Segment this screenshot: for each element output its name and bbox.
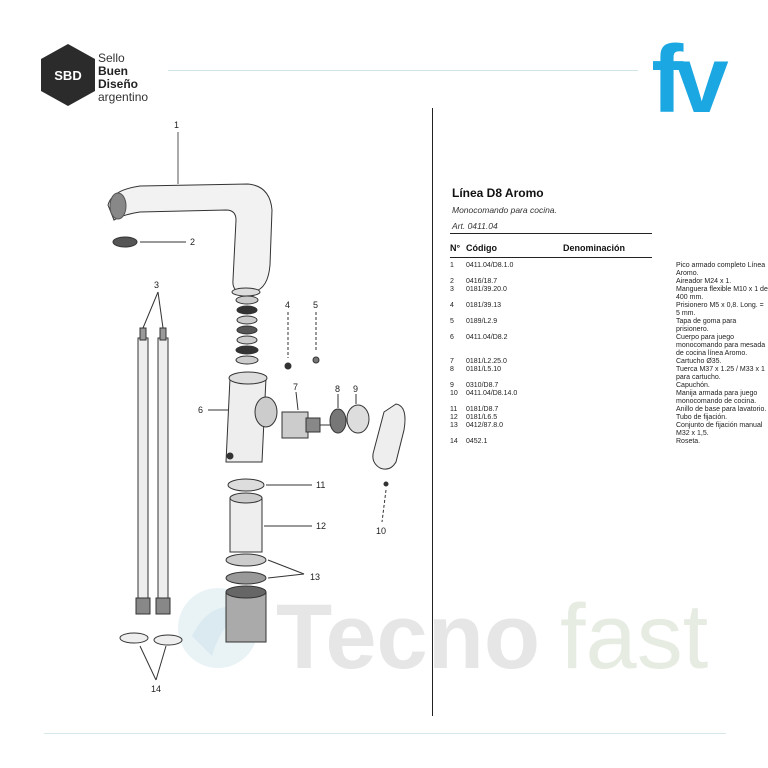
header-description: Denominación (563, 243, 626, 253)
row-description: Aireador M24 x 1. (676, 278, 732, 285)
table-row: 1 0411.04/D8.1.0 Pico armado completo Líne… (450, 262, 765, 278)
row-code: 0310/D8.7 (466, 382, 499, 389)
product-subtitle: Monocomando para cocina. (452, 205, 557, 215)
callout-13: 13 (310, 572, 320, 582)
row-number: 5 (450, 318, 454, 325)
callout-2: 2 (190, 237, 195, 247)
table-row: 13 0412/87.8.0 Conjunto de fijación manual… (450, 422, 762, 438)
row-code: 0181/L2.25.0 (466, 358, 507, 365)
hoses-part (135, 327, 171, 615)
row-description: Cuerpo para juego monocomando para mesad… (676, 334, 766, 357)
callout-9: 9 (353, 384, 358, 394)
row-code: 0411.04/D8.14.0 (466, 390, 518, 397)
parts-table: 1 0411.04/D8.1.0 Pico armado completo Líne… (450, 262, 768, 446)
table-row: 7 0181/L2.25.0 Cartucho Ø35. (450, 358, 722, 366)
row-description: Anillo de base para lavatorio. (676, 406, 767, 413)
row-number: 3 (450, 286, 454, 293)
row-code: 0181/39.20.0 (466, 286, 507, 293)
row-number: 13 (450, 422, 458, 429)
row-description: Pico armado completo Línea Aromo. (676, 262, 766, 277)
row-number: 1 (450, 262, 454, 269)
fv-logo-text: fv (651, 36, 728, 122)
sbd-line-1: Sello (98, 51, 125, 65)
row-description: Tubo de fijación. (676, 414, 728, 421)
fv-logo: fv (651, 36, 730, 122)
watermark-tecno: Tecno (276, 586, 540, 686)
row-number: 6 (450, 334, 454, 341)
callout-14: 14 (151, 684, 161, 694)
row-number: 10 (450, 390, 458, 397)
table-row: 4 0181/39.13 Prisionero M5 x 0,8. Long. = … (450, 302, 764, 318)
column-divider (432, 108, 433, 716)
row-code: 0189/L2.9 (466, 318, 498, 325)
row-number: 4 (450, 302, 454, 309)
row-number: 9 (450, 382, 454, 389)
table-row: 10 0411.04/D8.14.0 Manija armada para jueg… (450, 390, 757, 406)
row-number: 7 (450, 358, 454, 365)
table-row: 8 0181/L5.10 Tuerca M37 x 1.25 / M33 x 1 p… (450, 366, 765, 382)
table-row: 6 0411.04/D8.2 Cuerpo para juego monocoman… (450, 334, 765, 358)
callout-4: 4 (285, 300, 290, 310)
callout-10: 10 (376, 526, 386, 536)
row-code: 0181/L6.5 (466, 414, 498, 421)
row-code: 0181/L5.10 (466, 366, 502, 373)
article-number: Art. 0411.04 (452, 221, 498, 231)
row-code: 0181/D8.7 (466, 406, 499, 413)
sbd-label: Sello Buen Diseño argentino (98, 52, 148, 104)
handle-part (372, 403, 406, 470)
callout-6: 6 (198, 405, 203, 415)
row-number: 11 (450, 406, 458, 413)
cartridge-part (281, 411, 330, 439)
sbd-logo-hexagon: SBD (41, 44, 95, 106)
watermark-fast: fast (560, 586, 708, 686)
row-code: 0416/18.7 (466, 278, 498, 285)
exploded-diagram: 1 2 3 4 5 6 7 8 9 10 11 12 13 14 (107, 120, 406, 694)
sbd-line-2: Buen (98, 64, 128, 78)
footer-divider (44, 733, 726, 734)
row-code: 0412/87.8.0 (466, 422, 503, 429)
table-header-rule (450, 257, 652, 258)
row-code: 0181/39.13 (466, 302, 502, 309)
body-part (225, 371, 278, 463)
callout-1: 1 (174, 120, 179, 130)
table-row: 5 0189/L2.9 Tapa de goma para prisionero. (450, 318, 736, 334)
table-row: 12 0181/L6.5 Tubo de fijación. (450, 414, 727, 422)
table-row: 11 0181/D8.7 Anillo de base para lavatorio… (450, 406, 766, 414)
table-row: 2 0416/18.7 Aireador M24 x 1. (450, 278, 731, 286)
sbd-line-3: Diseño (98, 77, 139, 91)
callout-12: 12 (316, 521, 326, 531)
table-top-rule (450, 233, 652, 234)
callout-8: 8 (335, 384, 340, 394)
row-description: Conjunto de fijación manual M32 x 1,5. (676, 422, 763, 437)
header-divider (168, 70, 638, 71)
row-description: Roseta. (676, 438, 701, 445)
row-code: 0411.04/D8.1.0 (466, 262, 514, 269)
row-number: 14 (450, 438, 458, 445)
row-code: 0452.1 (466, 438, 488, 445)
row-description: Manguera flexible M10 x 1 de 400 mm. (676, 286, 768, 301)
row-description: Prisionero M5 x 0,8. Long. = 5 mm. (676, 302, 764, 317)
row-number: 2 (450, 278, 454, 285)
sbd-badge-text: SBD (54, 68, 81, 83)
row-description: Tapa de goma para prisionero. (676, 318, 737, 333)
row-description: Tuerca M37 x 1.25 / M33 x 1 para cartuch… (676, 366, 765, 381)
row-description: Manija armada para juego monocomando de … (676, 390, 758, 405)
table-row: 14 0452.1 Roseta. (450, 438, 700, 446)
row-code: 0411.04/D8.2 (466, 334, 508, 341)
callout-11: 11 (316, 480, 325, 490)
row-number: 8 (450, 366, 454, 373)
row-number: 12 (450, 414, 458, 421)
row-description: Capuchón. (676, 382, 710, 389)
header-code: Código (466, 243, 497, 253)
row-description: Cartucho Ø35. (676, 358, 722, 365)
callout-5: 5 (313, 300, 318, 310)
callout-7: 7 (293, 382, 298, 392)
table-row: 9 0310/D8.7 Capuchón. (450, 382, 710, 390)
callout-3: 3 (154, 280, 159, 290)
header-number: N° (450, 243, 461, 253)
product-title: Línea D8 Aromo (452, 186, 544, 200)
table-row: 3 0181/39.20.0 Manguera flexible M10 x 1 d… (450, 286, 768, 302)
sbd-line-4: argentino (98, 90, 149, 104)
spout-part (107, 183, 273, 297)
